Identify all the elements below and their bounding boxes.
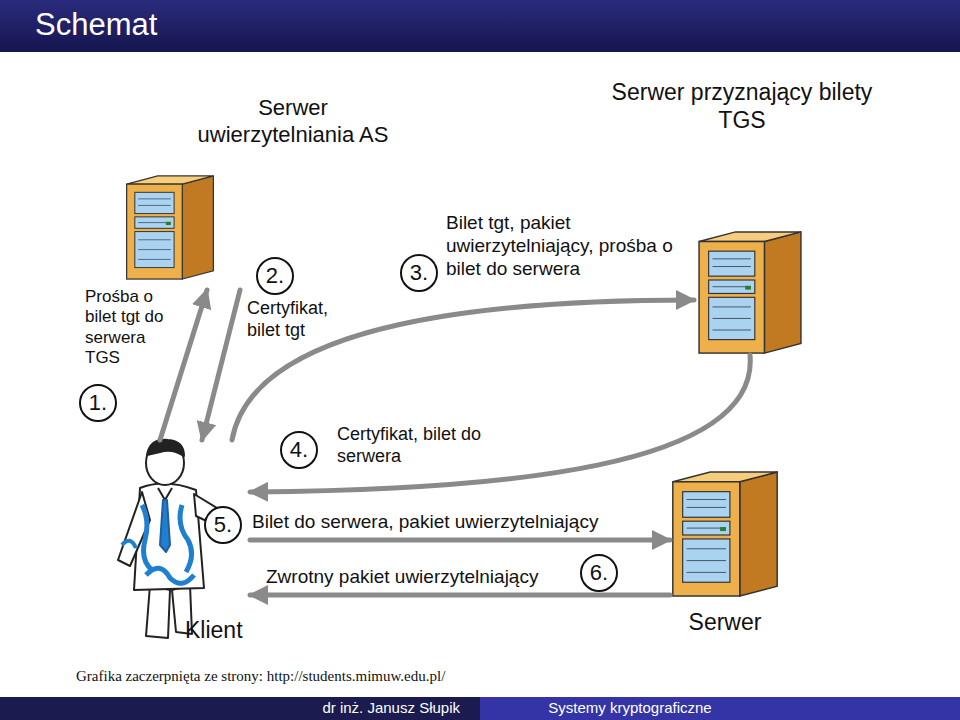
node-label: Klient [185,616,275,644]
footer-text: dr inż. Janusz Słupik [0,699,460,716]
callout-number: 1. [79,384,117,422]
server-icon [673,472,777,596]
node-label: Serwer [655,608,795,636]
edge-label: Bilet tgt, pakiet uwierzytelniający, pro… [446,212,684,280]
callout-number: 6. [580,554,618,592]
flow-arrow [250,593,670,598]
callout-number: 2. [256,257,294,295]
flow-arrow [250,538,670,543]
callout-number: 5. [204,506,242,544]
flow-arrow [202,290,240,440]
edge-label: Zwrotny pakiet uwierzytelniający [266,566,576,589]
caption: Grafika zaczerpnięta ze strony: http://s… [76,668,445,685]
server-node: Serwer przyznający bilety TGS [695,230,805,355]
edge-label: Certyfikat, bilet tgt [247,298,357,341]
edge-label: Bilet do serwera, pakiet uwierzytelniają… [252,511,672,534]
callout-number: 3. [400,254,438,292]
edge-label: Certyfikat, bilet do serwera [337,424,487,467]
server-icon [127,176,214,279]
server-node: Serwer uwierzytelniania AS [125,165,250,290]
footer-text: Systemy kryptograficzne [480,699,780,716]
node-label: Serwer uwierzytelniania AS [193,95,393,149]
node-label: Serwer przyznający bilety TGS [607,78,877,134]
server-node: Serwer [670,470,780,598]
slide-title: Schemat [35,7,157,43]
callout-number: 4. [280,431,318,469]
flow-arrow [250,355,750,492]
server-icon [699,232,801,353]
flow-arrow [160,290,207,440]
edge-label: Prośba o bilet tgt do serwera TGS [85,287,175,369]
